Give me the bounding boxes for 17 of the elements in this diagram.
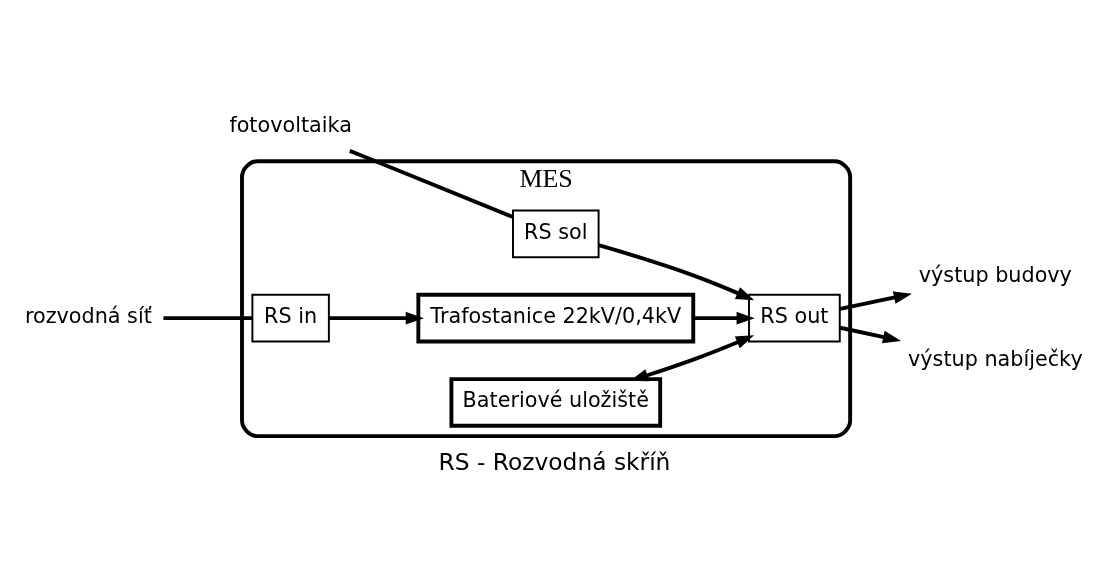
node-box: RS in xyxy=(251,293,330,343)
connector xyxy=(163,316,253,321)
node-text: fotovoltaika xyxy=(229,113,352,138)
arrow xyxy=(839,291,912,311)
node-box: Bateriové uložiště xyxy=(449,377,663,428)
node-text: rozvodná síť xyxy=(24,304,152,329)
node-box: RS sol xyxy=(512,209,600,259)
node-box: Trafostanice 22kV/0,4kV xyxy=(416,292,696,344)
node-text: výstup budovy xyxy=(918,262,1072,287)
arrow xyxy=(693,311,755,325)
arrow xyxy=(598,243,755,301)
connector xyxy=(349,149,514,219)
arrow xyxy=(839,325,902,344)
node-box: RS out xyxy=(748,293,841,343)
caption: RS - Rozvodná skříň xyxy=(438,448,671,477)
node-text: výstup nabíječky xyxy=(908,346,1083,371)
arrow xyxy=(329,311,424,325)
